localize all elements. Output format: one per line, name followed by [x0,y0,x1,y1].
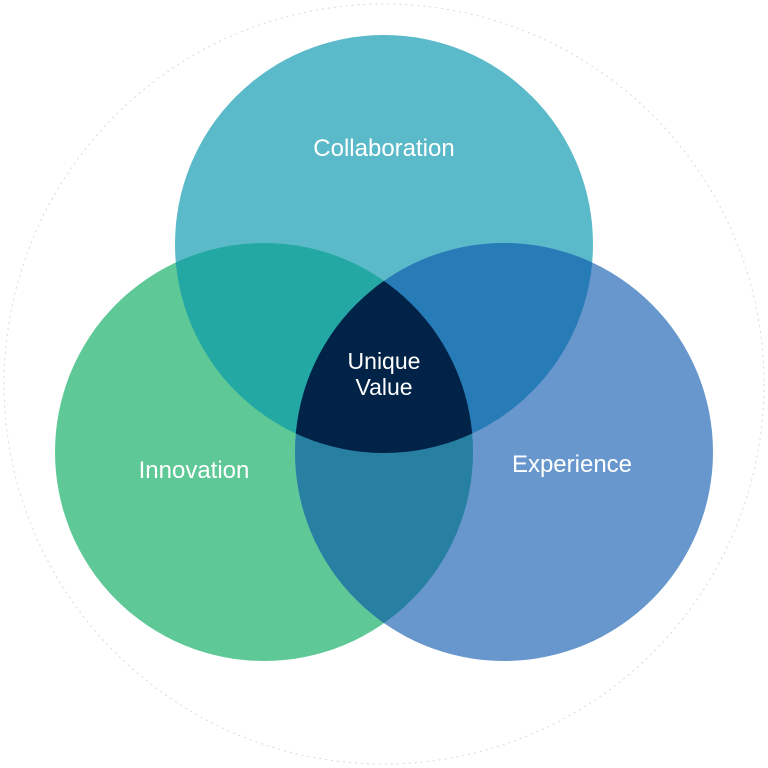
unique-value-label-line1: Unique [348,348,421,374]
outer-boundary-circle [3,3,765,765]
unique-value-overlap [295,243,473,453]
unique-value-label-line2: Value [355,374,412,400]
experience-label: Experience [512,451,632,478]
innovation-label: Innovation [139,457,250,484]
collaboration-label: Collaboration [313,135,454,162]
